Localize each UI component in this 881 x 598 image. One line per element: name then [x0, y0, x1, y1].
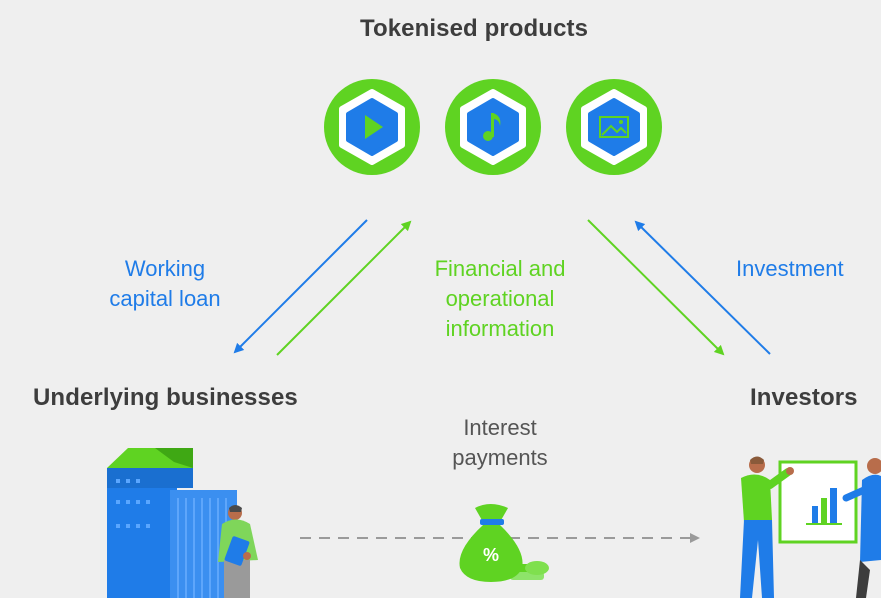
percent-symbol: % [483, 545, 499, 565]
working-capital-line-1: Working [124, 256, 206, 281]
investors-illustration [740, 456, 881, 598]
building-illustration [107, 448, 237, 598]
investment-arrow [634, 220, 771, 355]
music-note-icon [483, 113, 501, 141]
working-capital-loan-label: Working capital loan [75, 254, 255, 314]
financial-info-line-1: Financial and [434, 256, 566, 281]
play-icon [365, 115, 383, 139]
underlying-businesses-heading: Underlying businesses [33, 384, 298, 411]
token-icon-image [566, 79, 662, 175]
working-capital-line-2: capital loan [109, 286, 221, 311]
working-capital-arrow [233, 219, 368, 354]
image-icon [599, 116, 629, 138]
token-icon-play [324, 79, 420, 175]
business-person-illustration [218, 505, 258, 598]
interest-payments-label: Interest payments [420, 413, 580, 473]
financial-info-arrow-up [276, 220, 412, 356]
tokenised-products-heading: Tokenised products [360, 15, 589, 42]
money-bag-icon: % [459, 504, 549, 582]
financial-info-line-2: operational [445, 286, 555, 311]
investors-heading: Investors [750, 384, 858, 411]
interest-line-1: Interest [463, 415, 537, 440]
financial-info-line-3: information [445, 316, 555, 341]
financial-info-arrow-down [587, 219, 725, 356]
financial-information-label: Financial and operational information [400, 254, 600, 344]
interest-line-2: payments [452, 445, 548, 470]
investment-label: Investment [736, 256, 844, 281]
token-icon-music [445, 79, 541, 175]
